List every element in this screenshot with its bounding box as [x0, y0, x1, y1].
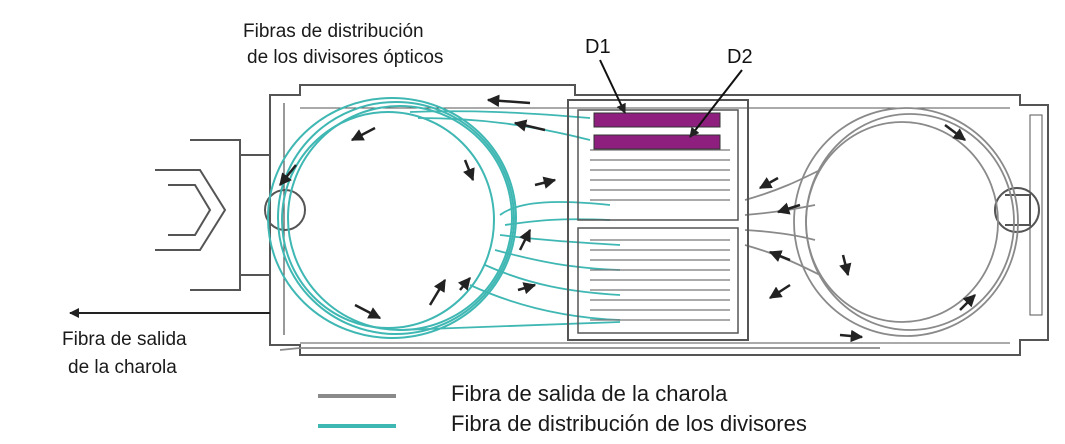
- legend-swatch-teal: [318, 424, 396, 428]
- left-bracket: [155, 139, 307, 291]
- output-label-line1: Fibra de salida: [62, 329, 187, 350]
- legend-swatch-gray: [318, 394, 396, 398]
- top-label-line1: Fibras de distribución: [243, 21, 424, 42]
- gray-output-fibers: [279, 107, 1019, 351]
- d2-pointer: [689, 69, 743, 138]
- d1-label: D1: [585, 36, 611, 58]
- d1-pointer: [599, 59, 626, 114]
- teal-distribution-fibers: [399, 110, 621, 331]
- legend-text-gray: Fibra de salida de la charola: [451, 381, 728, 406]
- flow-arrows: [279, 94, 976, 343]
- splitter-d1: [593, 112, 721, 128]
- teal-fiber-loops-left: [267, 97, 517, 339]
- top-label-line2: de los divisores ópticos: [247, 47, 444, 68]
- splitter-d2: [593, 134, 721, 150]
- d2-label: D2: [727, 46, 753, 68]
- output-label-line2: de la charola: [68, 357, 177, 378]
- legend-text-teal: Fibra de distribución de los divisores: [451, 411, 807, 436]
- splice-module: [567, 99, 749, 341]
